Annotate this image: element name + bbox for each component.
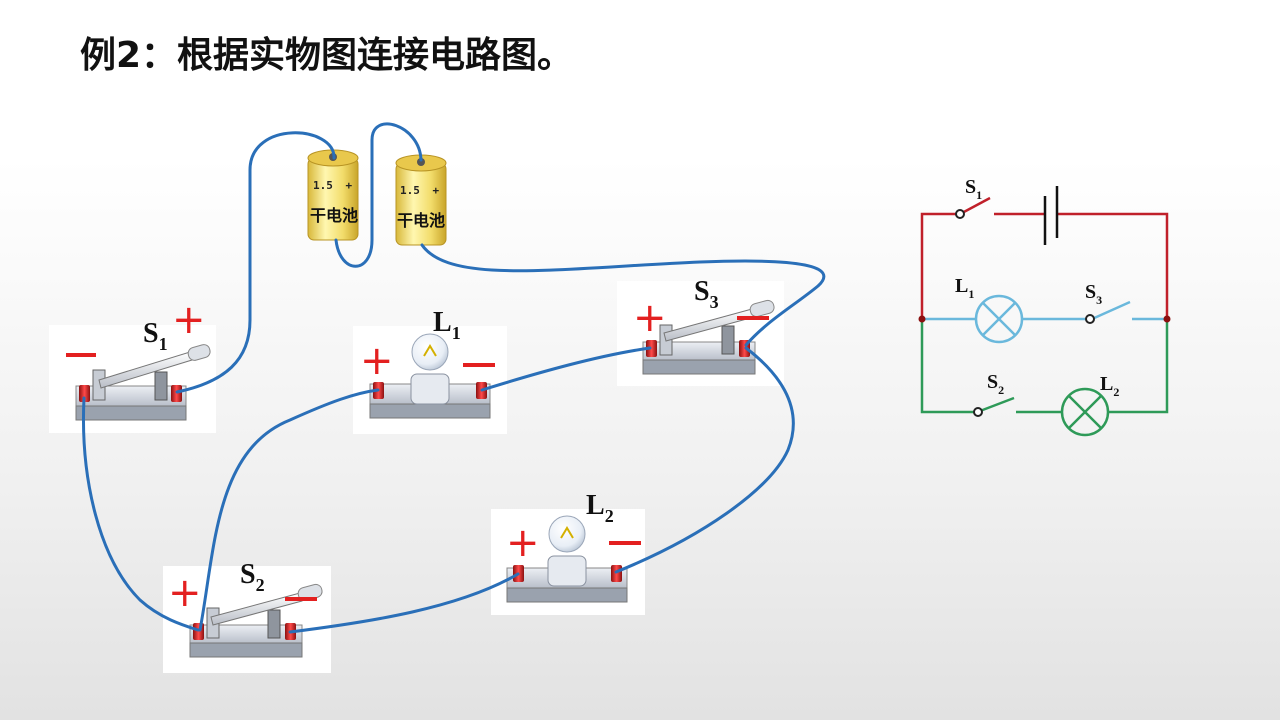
battery-2-label: 干电池 xyxy=(397,211,445,230)
schematic-s3-pivot xyxy=(1085,314,1095,324)
s3-minus-sign xyxy=(737,316,769,320)
wire-s1-battery1 xyxy=(175,131,336,394)
battery-1: 1.5 + 干电池 xyxy=(307,149,359,241)
l1-bulb xyxy=(411,333,449,371)
schematic-s1-blade xyxy=(961,196,991,215)
switch-s1: + S1 xyxy=(66,297,211,421)
schematic-right-junction xyxy=(1163,315,1171,323)
schematic-s3-blade xyxy=(1091,300,1131,321)
s1-left-terminal xyxy=(79,385,90,402)
physical-wires xyxy=(82,122,826,634)
battery-2-voltage: 1.5 xyxy=(400,184,420,197)
l1-plus-sign: + xyxy=(360,338,394,384)
schematic-l2-label: L2 xyxy=(1100,373,1119,399)
wire-s2-l2 xyxy=(288,572,520,634)
lamp-l2: + L2 xyxy=(506,490,641,603)
schematic-left-junction xyxy=(918,315,926,323)
l2-label: L2 xyxy=(586,490,614,526)
wire-s1-s2 xyxy=(82,396,200,632)
schematic-l1-label: L1 xyxy=(955,275,974,301)
battery-1-plus: + xyxy=(346,179,353,192)
switch-s2: + S2 xyxy=(168,559,323,658)
schematic-s3-label: S3 xyxy=(1085,281,1102,307)
l2-plus-sign: + xyxy=(506,520,540,566)
wire-l1-s3 xyxy=(480,346,652,392)
wire-battery1-battery2 xyxy=(334,122,423,268)
switch-s3: + S3 xyxy=(633,276,775,375)
schematic-l2-lamp xyxy=(1060,387,1110,437)
s1-label: S1 xyxy=(143,318,168,354)
schematic-s2-label: S2 xyxy=(987,371,1004,397)
battery-2-plus: + xyxy=(433,184,440,197)
s2-left-terminal xyxy=(193,623,204,640)
schematic-l1-lamp xyxy=(974,294,1024,344)
s1-minus-sign xyxy=(66,353,96,357)
battery-1-label: 干电池 xyxy=(310,206,358,225)
s3-plus-sign: + xyxy=(633,295,667,341)
schematic-top-branch xyxy=(920,196,1169,319)
s2-label: S2 xyxy=(240,559,265,595)
schematic-s1-pivot xyxy=(955,209,965,219)
schematic-middle-branch xyxy=(922,294,1167,344)
schematic-bottom-branch xyxy=(920,319,1169,437)
l2-right-terminal xyxy=(611,565,622,582)
lamp-l1: + L1 xyxy=(360,307,495,419)
schematic-s1-label: S1 xyxy=(965,176,982,202)
wire-s2-l1 xyxy=(198,388,380,632)
battery-2: 1.5 + 干电池 xyxy=(395,154,447,246)
s3-label: S3 xyxy=(694,276,719,312)
schematic-s2-blade xyxy=(979,396,1015,413)
page-title: 例2：根据实物图连接电路图。 xyxy=(80,35,574,76)
l2-bulb xyxy=(548,515,586,553)
s1-right-terminal xyxy=(171,385,182,402)
wire-battery2-s3 xyxy=(420,243,826,347)
l1-label: L1 xyxy=(433,307,461,343)
s3-left-terminal xyxy=(646,340,657,357)
battery-1-voltage: 1.5 xyxy=(313,179,333,192)
svg-text:1.5 +: 1.5 + xyxy=(400,184,440,197)
wire-l2-s3 xyxy=(614,346,795,574)
schematic-s2-pivot xyxy=(973,407,983,417)
l1-minus-sign xyxy=(463,363,495,367)
s2-minus-sign xyxy=(285,597,317,601)
s2-plus-sign: + xyxy=(168,570,202,616)
l2-minus-sign xyxy=(609,541,641,545)
svg-text:1.5 +: 1.5 + xyxy=(313,179,353,192)
schematic-diagram: S1 L1 S3 S2 L2 xyxy=(918,176,1171,437)
battery-2-terminal xyxy=(417,158,425,166)
s1-plus-sign: + xyxy=(172,297,206,343)
